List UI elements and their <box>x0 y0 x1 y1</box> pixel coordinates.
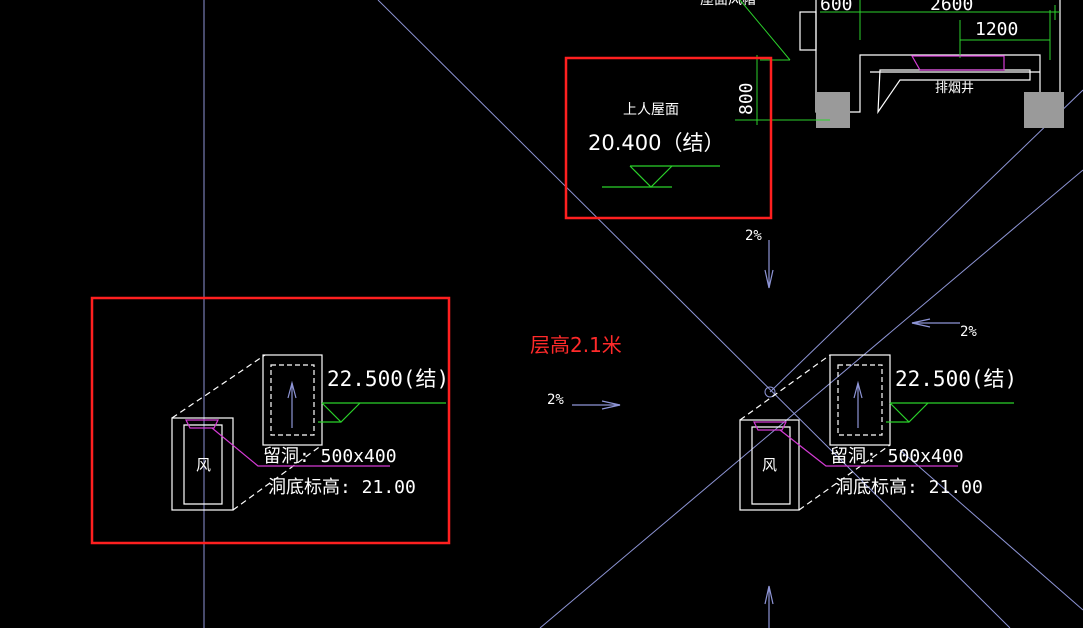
dim-2600: 2600 <box>930 0 973 15</box>
slope-label-top: 2% <box>745 228 762 244</box>
vent-detail-right[interactable]: 22.500(结) 风 留洞: 500x400 洞底标高: 21.00 <box>739 354 1017 511</box>
ridge-diagonal-up-lower <box>539 169 1083 628</box>
smoke-shaft-label: 排烟井 <box>935 81 974 96</box>
wall-fill-left <box>816 92 850 128</box>
vent-left-char: 风 <box>196 456 211 474</box>
slope-arrow-left-center: 2% <box>547 392 621 410</box>
wall-fill-right <box>1024 92 1064 128</box>
vent-right-bottom-elev: 洞底标高: 21.00 <box>835 477 983 498</box>
vent-detail-left[interactable]: 22.500(结) 风 留洞: 500x400 洞底标高: 21.00 <box>90 296 451 545</box>
ridge-diagonal-down <box>377 0 1011 628</box>
slope-label-left-center: 2% <box>547 392 564 408</box>
ridge-intersection-marker <box>764 386 776 398</box>
grid-lines <box>203 0 1083 628</box>
roof-label: 上人屋面 <box>623 102 679 118</box>
floor-height-annotation: 层高2.1米 <box>530 333 622 357</box>
vent-right-char: 风 <box>762 456 777 474</box>
slope-label-right: 2% <box>960 324 977 340</box>
shaft-cap-magenta <box>910 55 1005 71</box>
slope-arrow-top: 2% <box>745 228 774 289</box>
roof-elevation-text: 20.400（结） <box>588 131 724 155</box>
red-markup-box-roof <box>564 56 773 220</box>
vent-left-elevation: 22.500(结) <box>327 367 449 391</box>
slope-arrow-right: 2% <box>911 318 977 340</box>
vent-left-bottom-elev: 洞底标高: 21.00 <box>268 477 416 498</box>
vent-right-opening: 留洞: 500x400 <box>830 446 964 467</box>
red-markup-box-vent-left <box>90 296 451 545</box>
dim-600: 600 <box>820 0 853 15</box>
roof-cowl-label-partial: 屋面风帽 <box>700 0 756 8</box>
top-right-section: 屋面风帽 600 2600 1200 800 排烟井 <box>700 0 1064 128</box>
elevation-symbol-roof <box>602 165 720 188</box>
vent-right-elevation: 22.500(结) <box>895 367 1017 391</box>
vent-left-opening: 留洞: 500x400 <box>263 446 397 467</box>
ridge-diagonal-up-upper <box>769 89 1083 393</box>
dim-800: 800 <box>736 82 757 115</box>
ridge-diagonal-right-low <box>899 449 1083 611</box>
roof-elevation-box[interactable]: 上人屋面 20.400（结） <box>564 56 773 220</box>
dim-1200: 1200 <box>975 19 1018 40</box>
slope-arrow-bottom <box>764 585 774 628</box>
